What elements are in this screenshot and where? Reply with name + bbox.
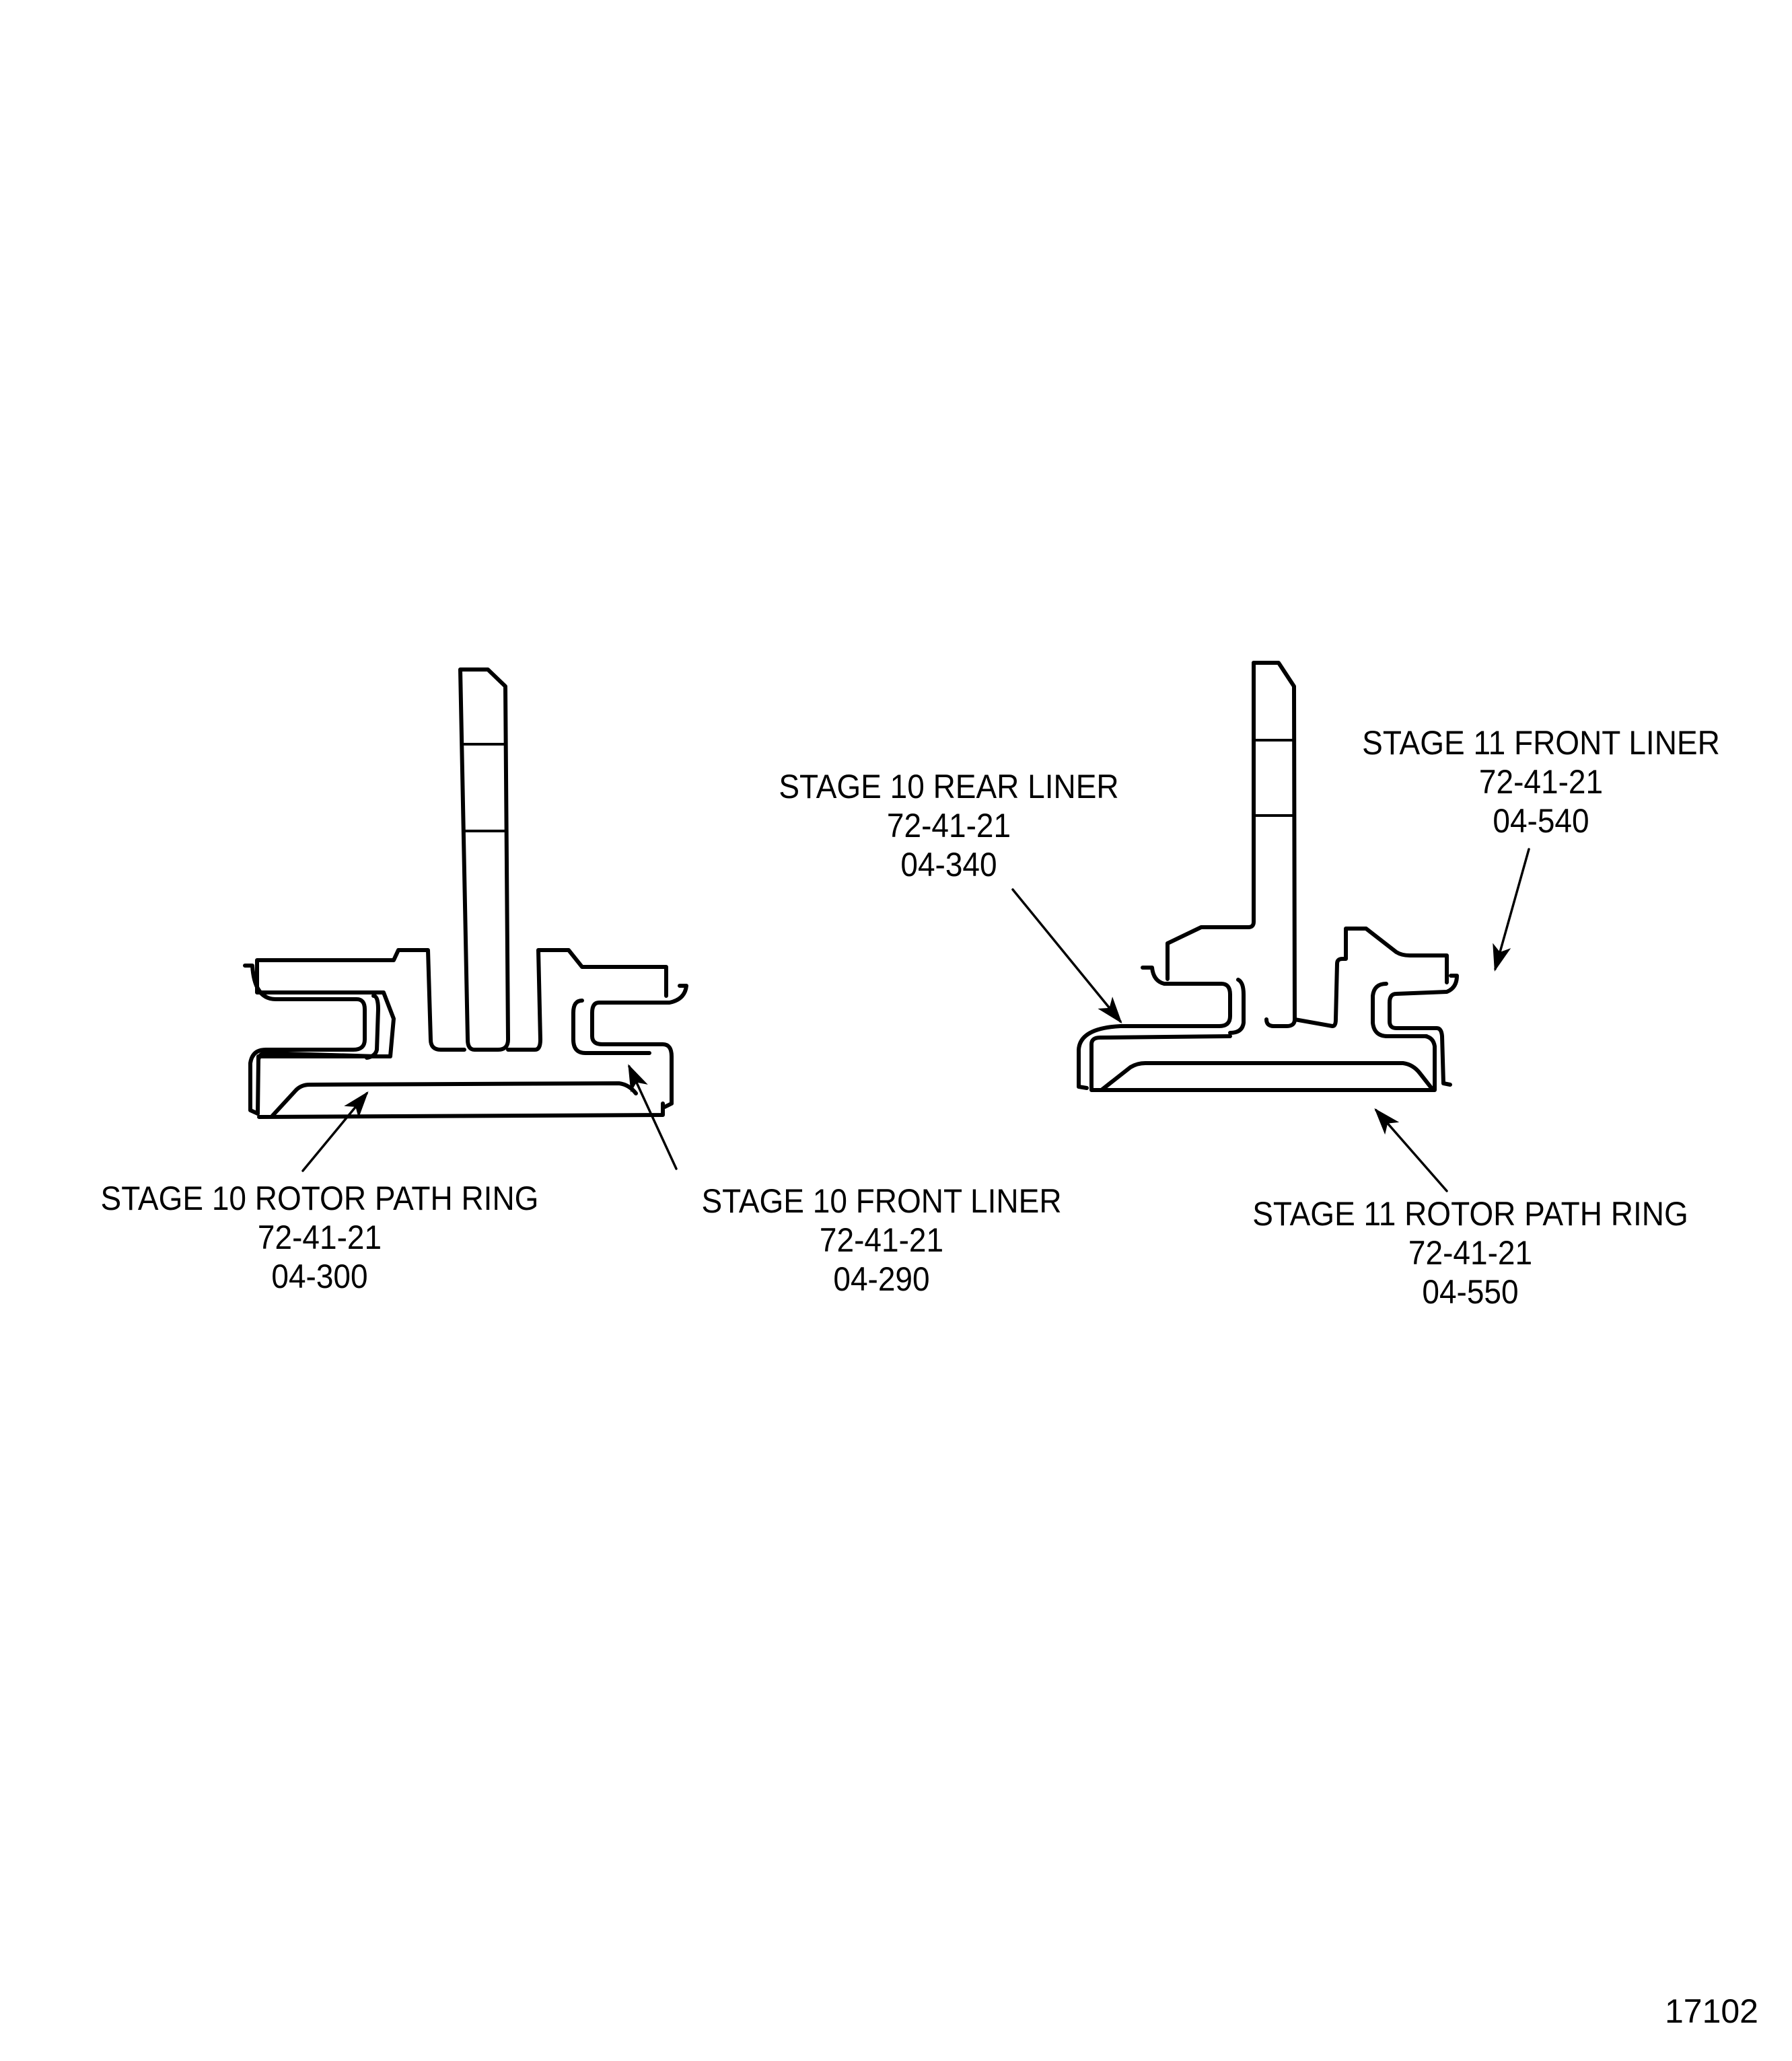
- stage11-case: [1293, 927, 1449, 1028]
- arrow-stage11-rotor-path-ring: [1374, 1108, 1448, 1192]
- callout-item: 04-540: [1493, 802, 1589, 840]
- callout-title: STAGE 11 FRONT LINER: [1362, 724, 1720, 762]
- callout-item: 04-550: [1422, 1273, 1519, 1311]
- arrow-stage10-rotor-path-ring: [301, 1091, 369, 1172]
- callout-title: STAGE 10 REAR LINER: [779, 768, 1119, 805]
- callout-stage11-rotor-path-ring: STAGE 11 ROTOR PATH RING 72-41-21 04-550: [1204, 1194, 1736, 1311]
- callout-chapter: 72-41-21: [819, 1221, 944, 1259]
- callout-item: 04-340: [900, 846, 997, 883]
- arrow-stage11-front-liner: [1493, 848, 1530, 972]
- stage10-front-liner-shape: [571, 984, 688, 1109]
- stage11-rotor-path-ring-shape: [1089, 1034, 1437, 1092]
- leader-lines: [301, 848, 1530, 1192]
- callout-chapter: 72-41-21: [1408, 1234, 1533, 1272]
- stage10-left-liner: [243, 964, 380, 1116]
- callout-stage10-front-liner: STAGE 10 FRONT LINER 72-41-21 04-290: [665, 1182, 1098, 1299]
- callout-chapter: 72-41-21: [886, 807, 1011, 844]
- stage10-assembly: [243, 667, 688, 1119]
- callout-title: STAGE 11 ROTOR PATH RING: [1252, 1195, 1688, 1233]
- arrow-stage10-rear-liner: [1011, 888, 1122, 1024]
- stage11-vane-stem: [1252, 661, 1297, 1028]
- figure-number: 17102: [1664, 1992, 1758, 2030]
- callout-chapter: 72-41-21: [257, 1219, 382, 1256]
- stage11-assembly: [1077, 661, 1459, 1092]
- arrow-stage10-front-liner: [628, 1064, 678, 1170]
- callout-title: STAGE 10 ROTOR PATH RING: [100, 1180, 539, 1217]
- callout-title: STAGE 10 FRONT LINER: [701, 1182, 1062, 1220]
- callout-stage10-rotor-path-ring: STAGE 10 ROTOR PATH RING 72-41-21 04-300: [60, 1179, 580, 1296]
- callout-item: 04-300: [271, 1258, 368, 1295]
- callout-item: 04-290: [833, 1260, 930, 1298]
- callout-stage11-front-liner: STAGE 11 FRONT LINER 72-41-21 04-540: [1324, 723, 1758, 840]
- callout-chapter: 72-41-21: [1478, 763, 1604, 801]
- stage11-front-liner-shape: [1371, 974, 1459, 1087]
- stage10-rear-liner-shape: [1077, 966, 1246, 1090]
- stage10-rotor-path-ring-shape: [256, 1051, 665, 1119]
- callout-stage10-rear-liner: STAGE 10 REAR LINER 72-41-21 04-340: [744, 767, 1153, 884]
- stage10-vane-stem: [458, 667, 510, 1052]
